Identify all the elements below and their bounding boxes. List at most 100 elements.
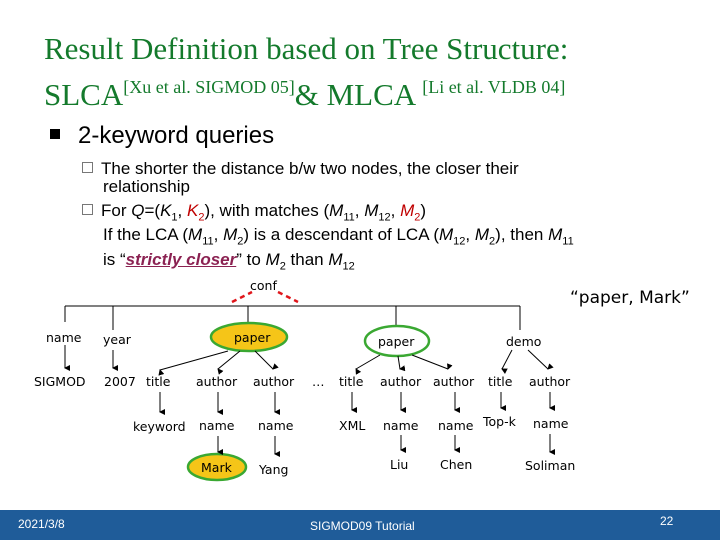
footer-date: 2021/3/8 (18, 517, 65, 531)
node-author: author (196, 374, 238, 389)
node-title: title (339, 374, 364, 389)
node-mark: Mark (201, 460, 232, 475)
m12-sub: 12 (378, 211, 391, 224)
node-title: title (488, 374, 513, 389)
node-name: name (199, 418, 235, 433)
node-author: author (380, 374, 422, 389)
m2-sub: 2 (237, 235, 244, 248)
edge (355, 354, 381, 375)
m11-var: M (548, 225, 563, 245)
node-ellipsis: … (312, 374, 325, 389)
m12-var: M (328, 249, 343, 269)
sub2-text: =( (144, 201, 161, 220)
m12-sub: 12 (453, 235, 466, 248)
sub2-text: , (390, 201, 401, 220)
node-name: name (383, 418, 419, 433)
slide-title: Result Definition based on Tree Structur… (44, 30, 568, 114)
m2-sub: 2 (489, 235, 496, 248)
edge (254, 350, 279, 370)
sub1-line1: The shorter the distance b/w two nodes, … (101, 159, 519, 178)
m2-var: M (474, 225, 490, 245)
conf-dashed-outline (231, 290, 299, 304)
sub1-line2: relationship (103, 177, 190, 196)
mlca-label: & MLCA (294, 77, 423, 112)
node-title: title (146, 374, 171, 389)
sub2-text: ) (420, 201, 427, 220)
node-soliman: Soliman (525, 458, 576, 473)
hollow-square-bullet-icon (82, 162, 93, 173)
node-paper: paper (234, 330, 271, 345)
node-author: author (253, 374, 295, 389)
m2-var: M (265, 249, 280, 269)
node-keyword: keyword (133, 419, 186, 434)
edge (158, 350, 229, 376)
node-sigmod: SIGMOD (34, 374, 86, 389)
sub2-text: is “ (103, 249, 126, 269)
node-name: name (438, 418, 474, 433)
k2-sub: 2 (198, 211, 205, 224)
m2-sub: 2 (279, 260, 286, 273)
edge (411, 354, 453, 370)
slca-ref: [Xu et al. SIGMOD 05] (123, 77, 295, 97)
footer-title: SIGMOD09 Tutorial (310, 519, 415, 533)
edge (217, 350, 241, 375)
sub2-text: , (465, 225, 475, 245)
node-year: year (103, 332, 131, 347)
highlight-paper1 (209, 321, 289, 353)
title-line1: Result Definition based on Tree Structur… (44, 31, 569, 66)
sub2-text: If the LCA ( (103, 225, 189, 245)
square-bullet-icon (50, 129, 60, 139)
node-liu: Liu (390, 457, 409, 472)
node-paper: paper (378, 334, 415, 349)
node-yang: Yang (259, 462, 289, 477)
edge (527, 349, 554, 370)
sub2-text: than (285, 249, 329, 269)
title-line2: SLCA[Xu et al. SIGMOD 05]& MLCA [Li et a… (44, 68, 568, 114)
k2-var: K (186, 201, 199, 220)
sub2-text: , (354, 201, 365, 220)
node-name: name (46, 330, 82, 345)
query-quote: “paper, Mark” (570, 288, 690, 308)
m2-var: M (223, 225, 238, 245)
sub2-text: For (101, 201, 132, 220)
node-demo: demo (506, 334, 542, 349)
node-name: name (533, 416, 569, 431)
sub2-text: , (213, 225, 224, 245)
k1-var: K (160, 201, 172, 220)
node-conf: conf (250, 278, 277, 293)
root-branch-lines (64, 305, 521, 330)
node-topk: Top-k (483, 414, 516, 429)
sub2-text: ), with matches ( (204, 201, 330, 220)
m11-var: M (188, 225, 203, 245)
hollow-square-bullet-icon (82, 204, 93, 215)
tree-edges (64, 345, 555, 457)
q-var: Q (131, 201, 145, 220)
m11-var: M (329, 201, 344, 220)
node-author: author (433, 374, 475, 389)
footer-bar: 2021/3/8 SIGMOD09 Tutorial 22 (0, 510, 720, 540)
mlca-ref: [Li et al. VLDB 04] (422, 77, 566, 97)
sub2-text: , (177, 201, 187, 220)
node-2007: 2007 (104, 374, 136, 389)
node-author: author (529, 374, 571, 389)
m2-var: M (400, 201, 415, 220)
m11-sub: 11 (202, 235, 214, 248)
sub2-text: ), then (495, 225, 549, 245)
page-number: 22 (660, 514, 674, 528)
highlight-paper2 (363, 324, 431, 358)
m12-var: M (439, 225, 454, 245)
sub-bullet-2: For Q=(K1, K2), with matches (M11, M12, … (82, 202, 574, 275)
strictly-closer-label: strictly closer (125, 249, 237, 269)
node-xml: XML (339, 418, 366, 433)
sub-bullet-1: The shorter the distance b/w two nodes, … (82, 160, 519, 196)
m2-sub: 2 (414, 211, 421, 224)
slca-label: SLCA (44, 77, 124, 112)
edge (501, 349, 513, 374)
node-name: name (258, 418, 294, 433)
k1-sub: 1 (171, 211, 178, 224)
m12-var: M (364, 201, 379, 220)
sub2-text: ” to (236, 249, 266, 269)
m11-sub: 11 (562, 235, 574, 248)
edge (397, 355, 406, 372)
